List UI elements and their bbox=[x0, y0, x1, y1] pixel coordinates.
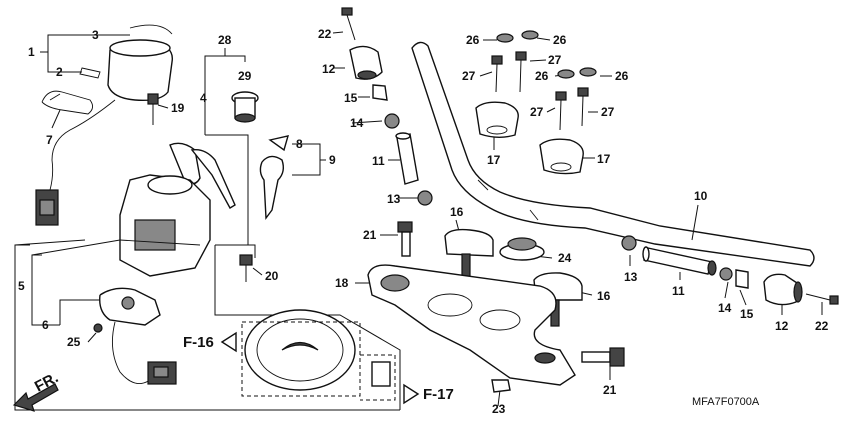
label-part-11-right: 11 bbox=[672, 284, 685, 298]
label-part-21-left: 21 bbox=[363, 228, 377, 242]
ignition-sensor-6 bbox=[99, 287, 177, 385]
ref-f16: F-16 bbox=[183, 331, 237, 353]
label-part-18: 18 bbox=[335, 276, 349, 290]
label-part-12-right: 12 bbox=[775, 319, 789, 333]
label-part-23: 23 bbox=[492, 402, 506, 416]
fuel-cap-part bbox=[241, 309, 396, 401]
label-part-25: 25 bbox=[67, 335, 81, 349]
label-part-22-right: 22 bbox=[815, 319, 829, 333]
handlebar-holder-16-left bbox=[444, 228, 494, 281]
bar-end-holder-11-left bbox=[395, 132, 419, 185]
washer-26-a bbox=[496, 33, 514, 43]
bolt-27-c bbox=[555, 91, 567, 131]
diagram-code: MFA7F0700A bbox=[692, 396, 760, 408]
label-part-16-right: 16 bbox=[597, 289, 611, 303]
label-part-5: 5 bbox=[18, 279, 25, 293]
ref-f17: F-17 bbox=[403, 383, 454, 405]
label-part-14-right: 14 bbox=[718, 301, 732, 315]
bolt-22-left bbox=[341, 7, 356, 41]
nut-14-left bbox=[384, 113, 400, 129]
screw-25 bbox=[93, 323, 103, 333]
bolt-27-a bbox=[491, 55, 503, 93]
label-part-15-right: 15 bbox=[740, 307, 754, 321]
nut-14-right bbox=[719, 267, 733, 281]
front-label: FR. bbox=[32, 369, 61, 395]
handlebar-10 bbox=[411, 41, 815, 267]
nut-23 bbox=[491, 379, 511, 393]
washer-26-c bbox=[557, 69, 575, 79]
upper-clamp-17-right bbox=[539, 138, 584, 175]
label-part-10: 10 bbox=[694, 189, 708, 203]
bolt-27-b bbox=[515, 51, 527, 93]
label-part-19: 19 bbox=[171, 101, 185, 115]
label-part-20: 20 bbox=[265, 269, 279, 283]
bolt-27-d bbox=[577, 87, 589, 127]
label-part-11-left: 11 bbox=[372, 154, 385, 168]
washer-26-d bbox=[579, 67, 597, 77]
label-part-27-b: 27 bbox=[548, 53, 562, 67]
leader-lines-right bbox=[629, 255, 823, 315]
label-part-27-a: 27 bbox=[462, 69, 476, 83]
label-part-26-b: 26 bbox=[553, 33, 567, 47]
upper-clamp-17-left bbox=[475, 101, 519, 138]
label-part-7: 7 bbox=[46, 133, 53, 147]
label-part-27-d: 27 bbox=[601, 105, 615, 119]
label-part-21-right: 21 bbox=[603, 383, 617, 397]
bolt-21-right bbox=[581, 347, 625, 367]
label-part-6: 6 bbox=[42, 318, 49, 332]
label-part-26-c: 26 bbox=[535, 69, 549, 83]
label-part-22-left: 22 bbox=[318, 27, 332, 41]
label-part-1: 1 bbox=[28, 45, 35, 59]
bolt-20 bbox=[239, 254, 253, 282]
front-direction-arrow: FR. bbox=[12, 369, 61, 412]
top-bridge-18 bbox=[367, 264, 576, 386]
label-part-29: 29 bbox=[238, 69, 252, 83]
label-part-12-left: 12 bbox=[322, 62, 336, 76]
nut-13-right bbox=[621, 235, 637, 251]
key-blank-8 bbox=[268, 135, 289, 152]
ignition-cover-part bbox=[35, 24, 174, 226]
label-part-16-left: 16 bbox=[450, 205, 464, 219]
label-part-13-left: 13 bbox=[387, 192, 401, 206]
label-part-27-c: 27 bbox=[530, 105, 544, 119]
nut-13-left bbox=[417, 190, 433, 206]
label-part-8: 8 bbox=[296, 137, 303, 151]
label-part-17-right: 17 bbox=[597, 152, 611, 166]
bolt-21-left bbox=[397, 221, 413, 257]
label-part-15-left: 15 bbox=[344, 91, 358, 105]
label-part-26-d: 26 bbox=[615, 69, 629, 83]
bolt-22-right bbox=[805, 293, 839, 305]
ref-f16-label: F-16 bbox=[183, 334, 214, 351]
rubber-24 bbox=[499, 237, 545, 261]
collar-15-right bbox=[735, 269, 749, 289]
label-part-3: 3 bbox=[92, 28, 99, 42]
ignition-switch-body bbox=[119, 142, 236, 277]
leader-lines-left bbox=[14, 34, 401, 411]
label-part-28: 28 bbox=[218, 33, 232, 47]
washer-26-b bbox=[521, 30, 539, 40]
ref-f17-label: F-17 bbox=[423, 386, 454, 403]
bar-end-weight-12-left bbox=[349, 45, 383, 80]
label-part-24: 24 bbox=[558, 251, 572, 265]
label-part-17-left: 17 bbox=[487, 153, 501, 167]
label-part-13-right: 13 bbox=[624, 270, 638, 284]
key-9 bbox=[259, 155, 285, 220]
label-part-2: 2 bbox=[56, 65, 63, 79]
label-part-14-left: 14 bbox=[350, 116, 364, 130]
bolt-19 bbox=[147, 93, 159, 125]
label-part-9: 9 bbox=[329, 153, 336, 167]
label-part-26-a: 26 bbox=[466, 33, 480, 47]
label-part-4: 4 bbox=[200, 91, 207, 105]
bar-end-holder-11-right bbox=[642, 246, 717, 276]
collar-15-left bbox=[372, 84, 388, 101]
lock-cylinder-29 bbox=[231, 91, 259, 123]
wire-clamp-part bbox=[41, 90, 93, 115]
bar-end-weight-12-right bbox=[763, 273, 803, 306]
